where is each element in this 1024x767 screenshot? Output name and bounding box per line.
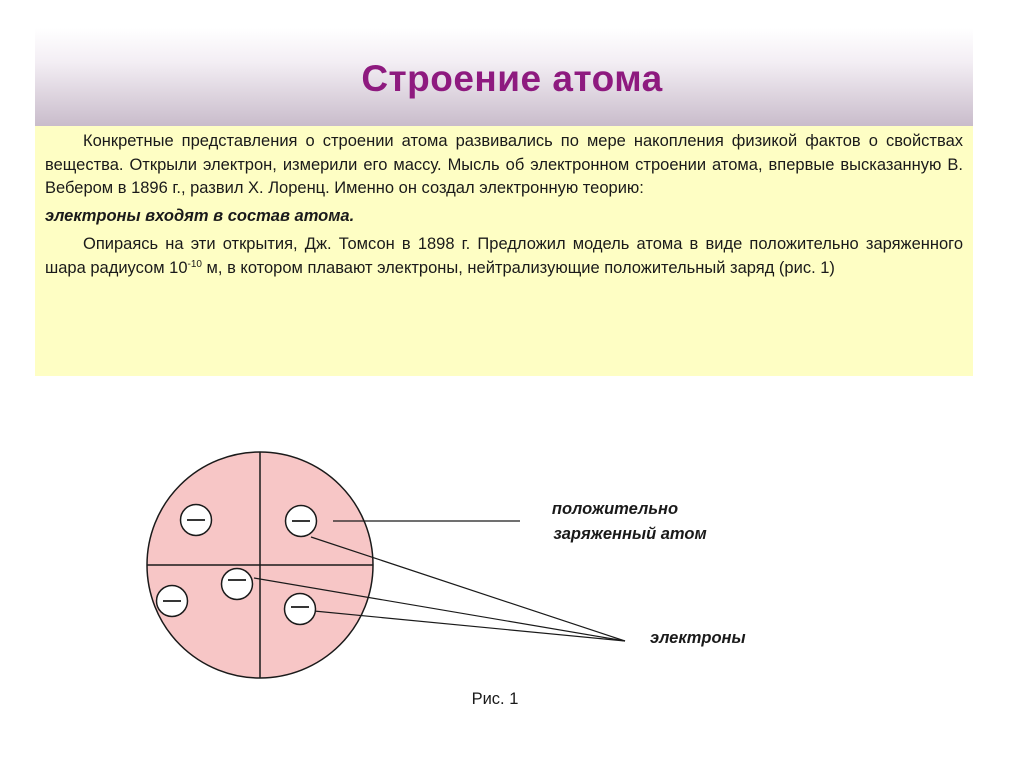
text-box: Конкретные представления о строении атом… — [35, 126, 973, 376]
atom-label: положительно заряженный атом — [520, 497, 740, 547]
title-band — [35, 28, 973, 126]
exponent: -10 — [187, 258, 202, 270]
electron-5 — [283, 592, 317, 626]
body-text: Конкретные представления о строении атом… — [45, 130, 963, 280]
electron-3 — [220, 567, 254, 601]
electrons-label: электроны — [650, 629, 746, 647]
figure-caption: Рис. 1 — [471, 690, 519, 708]
emphasis-line: электроны входят в состав атома. — [45, 206, 355, 225]
paragraph-2: Опираясь на эти открытия, Дж. Томсон в 1… — [45, 233, 963, 280]
electron-1 — [179, 503, 213, 537]
electron-2 — [284, 504, 318, 538]
atom-label-line-1: положительно — [551, 500, 679, 518]
electron-pointer-line-1 — [310, 536, 626, 642]
electron-4 — [155, 584, 189, 618]
electron-pointer-line-2 — [253, 577, 626, 642]
paragraph-2-text: Опираясь на эти открытия, Дж. Томсон в 1… — [45, 235, 963, 277]
slide-title: Строение атома — [361, 58, 663, 99]
paragraph-1: Конкретные представления о строении атом… — [45, 132, 963, 197]
electron-pointer-line-3 — [313, 610, 626, 642]
atom-label-line-2: заряженный атом — [553, 525, 707, 543]
paragraph-2-tail: м, в котором плавают электроны, нейтрали… — [201, 258, 835, 277]
